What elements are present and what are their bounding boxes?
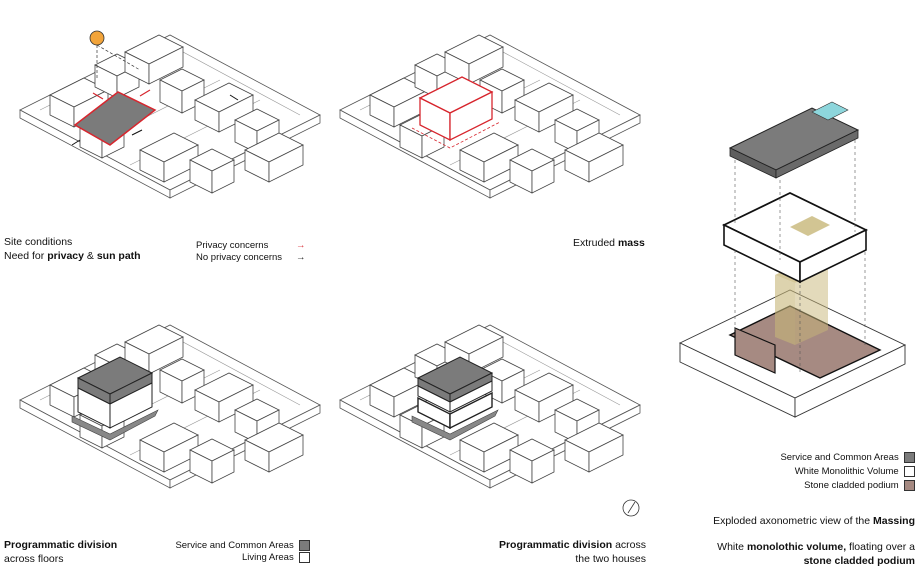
extruded-mass-caption: Extruded mass (573, 236, 645, 250)
legend-label: Service and Common Areas (175, 540, 294, 552)
grey-swatch-icon (904, 452, 915, 463)
legend-item-privacy: Privacy concerns → (196, 240, 306, 252)
division-houses-drawing (340, 325, 640, 517)
red-arrow-icon: → (296, 240, 306, 251)
caption-text: Exploded axonometric view of the (713, 515, 873, 527)
caption-text: & (83, 250, 97, 262)
caption-line2: the two houses (575, 553, 646, 565)
legend-label: Stone cladded podium (804, 480, 899, 492)
legend-label: White Monolithic Volume (794, 466, 899, 478)
caption-text: Extruded (573, 237, 618, 249)
caption-bold-sun-path: sun path (96, 250, 141, 262)
site-conditions-caption: Site conditions Need for privacy & sun p… (4, 235, 141, 263)
legend-label: Privacy concerns (196, 240, 269, 251)
legend-item-stone-podium: Stone cladded podium (700, 480, 915, 492)
exploded-axonometric-drawing (678, 101, 907, 418)
brown-swatch-icon (904, 480, 915, 492)
floors-legend: Service and Common Areas Living Areas (160, 540, 310, 564)
caption-line2: across floors (4, 553, 64, 565)
legend-label: No privacy concerns (196, 252, 283, 263)
legend-item-service: Service and Common Areas (700, 452, 915, 464)
caption-bold-mass: mass (617, 237, 645, 249)
legend-label: Living Areas (241, 552, 294, 564)
caption-bold-programmatic: Programmatic division (498, 539, 613, 551)
site-conditions-line2: Need for privacy & sun path (4, 249, 141, 263)
division-houses-caption: Programmatic division across the two hou… (470, 538, 646, 566)
caption-bold-privacy: privacy (47, 250, 84, 262)
caption-bold-massing: Massing (872, 515, 915, 527)
black-arrow-icon: → (296, 252, 306, 263)
legend-label: Service and Common Areas (780, 452, 899, 464)
grey-swatch-icon (299, 540, 310, 551)
massing-description: White monolothic volume, floating over a… (680, 540, 915, 568)
caption-text: across (612, 539, 646, 551)
division-floors-drawing (20, 325, 320, 488)
division-floors-caption: Programmatic division across floors (4, 538, 117, 566)
site-conditions-drawing (20, 30, 320, 198)
privacy-legend: Privacy concerns → No privacy concerns → (196, 240, 306, 264)
caption-text: floating over a (846, 541, 915, 553)
legend-item-no-privacy: No privacy concerns → (196, 252, 306, 264)
caption-bold-monolithic: monolothic volume, (746, 541, 847, 553)
white-swatch-icon (904, 466, 915, 478)
legend-item-living: Living Areas (160, 552, 310, 564)
site-conditions-line1: Site conditions (4, 236, 73, 248)
massing-legend: Service and Common Areas White Monolithi… (700, 452, 915, 492)
extruded-mass-drawing (340, 35, 640, 198)
legend-item-service: Service and Common Areas (160, 540, 310, 552)
caption-bold-stone-podium: stone cladded podium (803, 555, 915, 567)
legend-item-white-volume: White Monolithic Volume (700, 466, 915, 478)
white-swatch-icon (299, 552, 310, 564)
caption-bold-programmatic: Programmatic division (4, 539, 118, 551)
caption-text: White (717, 541, 747, 553)
caption-text: Need for (4, 250, 48, 262)
massing-caption: Exploded axonometric view of the Massing (680, 514, 915, 528)
